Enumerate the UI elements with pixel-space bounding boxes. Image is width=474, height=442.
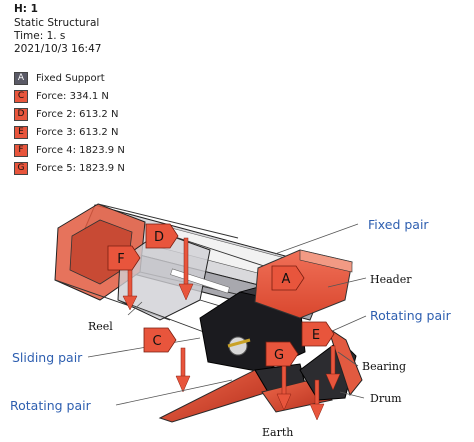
legend-label-f: Force 4: 1823.9 N: [36, 144, 125, 156]
legend-item-g: G Force 5: 1823.9 N: [14, 161, 125, 175]
force-arrow-c: [180, 347, 186, 379]
force-arrow-d: [183, 237, 189, 287]
tag-d-letter: D: [154, 230, 164, 245]
force-arrowhead-earth: [309, 403, 325, 421]
tag-f: F: [107, 245, 141, 271]
label-reel: Reel: [88, 320, 113, 333]
label-drum: Drum: [370, 392, 402, 405]
label-rotating-pair-left: Rotating pair: [10, 398, 92, 413]
tag-e: E: [301, 321, 335, 347]
legend-label-c: Force: 334.1 N: [36, 90, 109, 102]
legend-item-a: A Fixed Support: [14, 71, 105, 85]
analysis-type: Static Structural: [14, 17, 100, 29]
label-rotating-pair-right: Rotating pair: [370, 308, 452, 323]
force-arrowhead-g: [276, 393, 292, 411]
result-name: H: 1: [14, 3, 38, 15]
tag-c-letter: C: [152, 334, 161, 349]
legend-key-e: E: [14, 125, 28, 139]
force-arrow-f: [127, 267, 133, 299]
legend-label-d: Force 2: 613.2 N: [36, 108, 119, 120]
force-arrow-earth: [314, 379, 320, 407]
label-bearing: Bearing: [362, 360, 406, 373]
time-readout: Time: 1. s: [14, 30, 66, 42]
legend-label-g: Force 5: 1823.9 N: [36, 162, 125, 174]
legend-item-f: F Force 4: 1823.9 N: [14, 143, 125, 157]
label-sliding-pair: Sliding pair: [12, 350, 83, 365]
tag-c: C: [143, 327, 177, 353]
tag-e-letter: E: [312, 328, 320, 343]
legend-label-e: Force 3: 613.2 N: [36, 126, 119, 138]
label-header: Header: [370, 273, 412, 286]
label-earth: Earth: [262, 426, 293, 439]
tag-d: D: [145, 223, 179, 249]
legend-label-a: Fixed Support: [36, 72, 105, 84]
force-arrows: [122, 237, 341, 421]
tag-a: A: [271, 265, 305, 291]
force-arrowhead-f: [122, 295, 138, 311]
force-arrowhead-e: [325, 373, 341, 391]
legend-key-d: D: [14, 107, 28, 121]
tag-f-letter: F: [117, 252, 124, 267]
legend-item-e: E Force 3: 613.2 N: [14, 125, 118, 139]
legend-key-g: G: [14, 161, 28, 175]
legend-key-a: A: [14, 71, 28, 85]
date-readout: 2021/10/3 16:47: [14, 43, 102, 55]
legend-item-d: D Force 2: 613.2 N: [14, 107, 118, 121]
tag-g: G: [265, 341, 299, 367]
legend-key-c: C: [14, 89, 28, 103]
force-arrowhead-d: [178, 283, 194, 301]
tag-a-letter: A: [282, 272, 291, 287]
legend-item-c: C Force: 334.1 N: [14, 89, 109, 103]
force-arrow-e: [330, 345, 336, 377]
tag-g-letter: G: [274, 348, 284, 363]
label-fixed-pair: Fixed pair: [368, 217, 429, 232]
force-arrow-g: [281, 361, 287, 397]
legend-key-f: F: [14, 143, 28, 157]
force-arrowhead-c: [175, 375, 191, 393]
